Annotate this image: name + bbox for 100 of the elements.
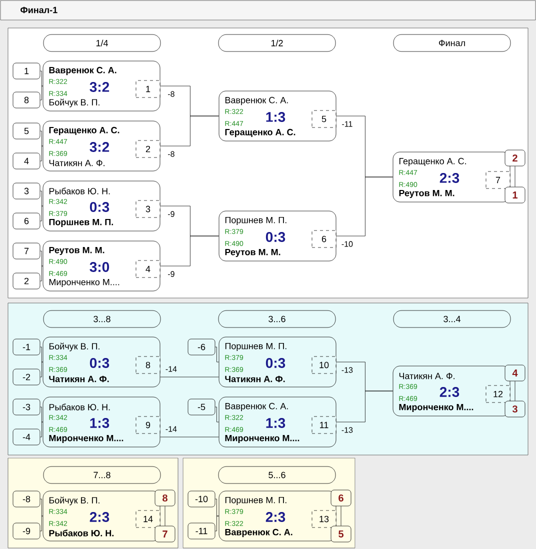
player-name: Геращенко А. С. (49, 126, 120, 136)
seed-box: 5 (12, 122, 40, 140)
bracket-line (160, 376, 219, 378)
score: 2:3 (90, 512, 110, 522)
match-number: 6 (312, 230, 336, 248)
player-name: Вавренюк С. А. (225, 96, 288, 106)
edge-label: -9 (167, 270, 176, 278)
seed-box: -9 (12, 522, 40, 540)
bracket-line (40, 266, 43, 282)
match-number: 11 (312, 416, 336, 434)
seed-box: -5 (188, 398, 216, 416)
place-badge: 8 (154, 490, 176, 506)
seed-box: 8 (12, 92, 40, 108)
bracket-line (160, 436, 219, 438)
seed-box: -8 (12, 490, 40, 508)
bracket-line (164, 506, 166, 526)
edge-label: -10 (340, 240, 354, 248)
bracket-line (40, 346, 43, 362)
score: 1:3 (90, 418, 110, 428)
score: 3:0 (90, 262, 110, 272)
place-badge: 3 (504, 400, 526, 418)
bracket-line (336, 176, 393, 236)
score: 0:3 (90, 202, 110, 212)
bracket-line (160, 116, 219, 146)
round-header: 3...8 (43, 310, 161, 328)
player-name: Вавренюк С. А. (49, 66, 116, 76)
bracket-line (40, 70, 43, 86)
match-number: 2 (136, 140, 160, 158)
player-name: Миронченко М.... (49, 434, 124, 444)
bracket-line (40, 190, 43, 206)
edge-label: -9 (167, 210, 176, 218)
match-number: 13 (312, 510, 336, 528)
player-name: Реутов М. М. (49, 246, 104, 256)
player-name: Геращенко А. С. (225, 128, 296, 138)
score: 3:2 (90, 142, 110, 152)
match-number: 3 (136, 200, 160, 218)
bracket-line (514, 381, 516, 401)
place-badge: 5 (330, 526, 352, 542)
place-badge: 7 (154, 526, 176, 542)
round-header: 1/4 (43, 34, 161, 52)
player-name: Чатикян А. Ф. (49, 160, 104, 166)
bracket-line (40, 86, 43, 100)
seed-box: -4 (12, 428, 40, 446)
bracket-line (40, 422, 43, 438)
seed-box: 6 (12, 212, 40, 230)
player-name: Поршнев М. П. (225, 342, 286, 352)
bracket-line (215, 498, 219, 516)
bracket-line (514, 166, 516, 187)
seed-box: 2 (12, 272, 40, 290)
player-name: Бойчук В. П. (49, 98, 100, 108)
player-name: Рыбаков Ю. Н. (49, 188, 110, 194)
score: 2:3 (440, 173, 460, 183)
match-number: 4 (136, 260, 160, 278)
player-name: Миронченко М.... (399, 404, 474, 412)
seed-box: -3 (12, 398, 40, 416)
round-header: 5...6 (218, 466, 336, 484)
score: 1:3 (266, 418, 286, 428)
score: 0:3 (266, 358, 286, 368)
match-number: 7 (486, 171, 510, 189)
player-name: Рыбаков Ю. Н. (49, 530, 114, 536)
bracket-line (40, 406, 43, 422)
player-name: Рыбаков Ю. Н. (49, 404, 110, 410)
player-name: Поршнев М. П. (49, 218, 113, 228)
bracket-line (40, 206, 43, 222)
match-number: 10 (312, 356, 336, 374)
player-name: Бойчук В. П. (49, 342, 100, 352)
bracket-line (215, 406, 219, 422)
bracket-line (40, 516, 43, 532)
player-name: Реутов М. М. (399, 190, 454, 198)
round-header: 1/2 (218, 34, 336, 52)
match-number: 14 (136, 510, 160, 528)
bracket-line (215, 516, 219, 532)
place-badge: 2 (504, 150, 526, 166)
bracket-line (160, 236, 219, 266)
edge-label: -13 (340, 366, 354, 374)
score: 1:3 (266, 112, 286, 122)
round-header: 3...6 (218, 310, 336, 328)
player-name: Чатикян А. Ф. (49, 376, 109, 382)
edge-label: -13 (340, 426, 354, 434)
seed-box: 1 (12, 62, 40, 80)
score: 0:3 (90, 358, 110, 368)
score: 3:2 (90, 82, 110, 92)
match-number: 12 (486, 385, 510, 403)
bracket-line (336, 390, 393, 422)
match-number: 8 (136, 356, 160, 374)
bracket-line (40, 362, 43, 378)
player-name: Миронченко М.... (225, 434, 300, 444)
round-header: Финал (393, 34, 511, 52)
edge-label: -8 (167, 90, 176, 98)
bracket-line (40, 498, 43, 516)
place-badge: 1 (504, 186, 526, 204)
bracket-line (340, 506, 342, 526)
bracket-line (40, 146, 43, 162)
seed-box: 3 (12, 182, 40, 200)
player-name: Поршнев М. П. (225, 216, 286, 226)
bracket-line (215, 346, 219, 362)
score: 0:3 (266, 232, 286, 242)
match-number: 5 (312, 110, 336, 128)
seed-box: -11 (188, 522, 216, 540)
player-name: Вавренюк С. А. (225, 528, 292, 538)
